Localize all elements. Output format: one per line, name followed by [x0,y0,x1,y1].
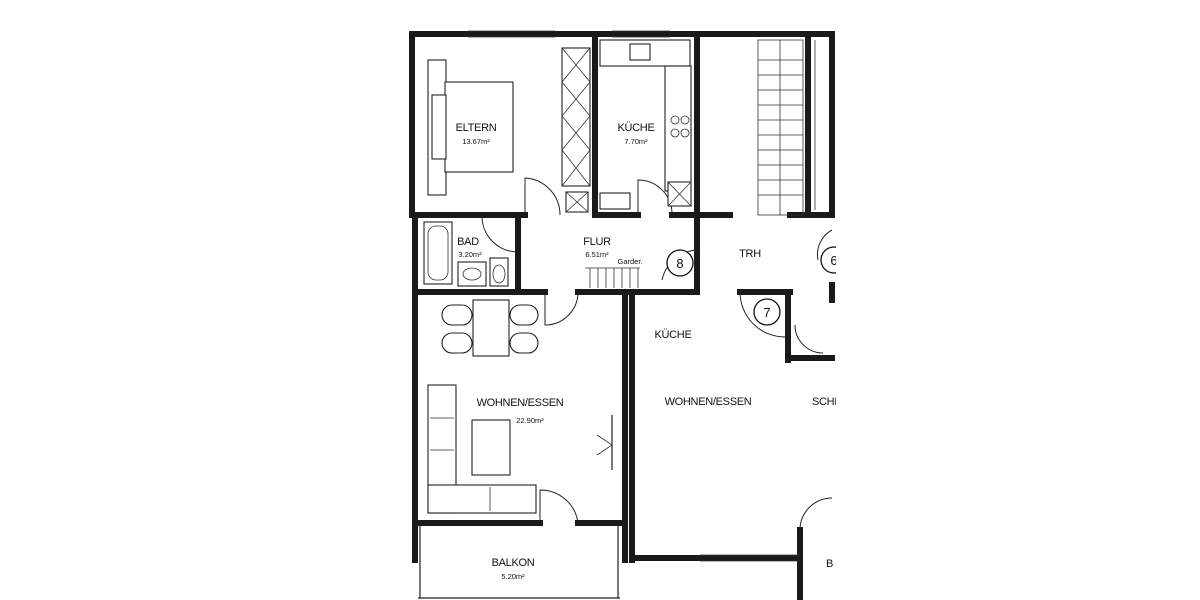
outer-walls [409,31,835,563]
right-apartment-walls [629,282,835,600]
coffee-table [471,419,511,476]
dining-table [441,299,539,357]
sofa [427,384,537,514]
room-area-flur: 6.51m² [585,250,609,259]
room-label-trh: TRH [739,248,761,260]
room-area-balkon: 5.20m² [501,572,525,581]
windows [468,30,670,38]
room-label-bad: BAD [457,236,479,248]
room-area-wohnen-left: 22.90m² [516,416,544,425]
staircase [757,39,816,216]
toilet-and-sink [457,257,509,287]
room-label-flur: FLUR [583,236,611,248]
right-blank-area [836,0,1200,600]
room-label-kueche-left: KÜCHE [617,122,654,134]
svg-text:6: 6 [830,253,837,268]
wardrobe [561,47,591,213]
kitchen-counter [599,39,692,210]
room-area-bad: 3.20m² [458,250,482,259]
unit-marker-8: 8 [666,249,694,277]
bed [427,59,514,196]
doors [481,177,833,531]
room-label-wohnen-left: WOHNEN/ESSEN [477,397,564,409]
room-label-balkon: BALKON [492,557,535,569]
room-label-b-partial: B [826,558,833,570]
garderobe-hatching [585,267,640,288]
room-label-eltern: ELTERN [456,122,497,134]
bathtub [423,221,453,285]
room-label-wohnen-right: WOHNEN/ESSEN [665,396,752,408]
flur-note-garderobe: Garder. [617,257,642,266]
svg-text:7: 7 [763,305,770,320]
room-label-kueche-right: KÜCHE [654,329,691,341]
room-area-eltern: 13.67m² [462,137,490,146]
svg-text:8: 8 [676,256,683,271]
room-label-schl-partial: SCHL [812,396,840,408]
room-area-kueche-left: 7.70m² [624,137,648,146]
unit-marker-7: 7 [753,298,781,326]
tv-stand [596,415,613,470]
